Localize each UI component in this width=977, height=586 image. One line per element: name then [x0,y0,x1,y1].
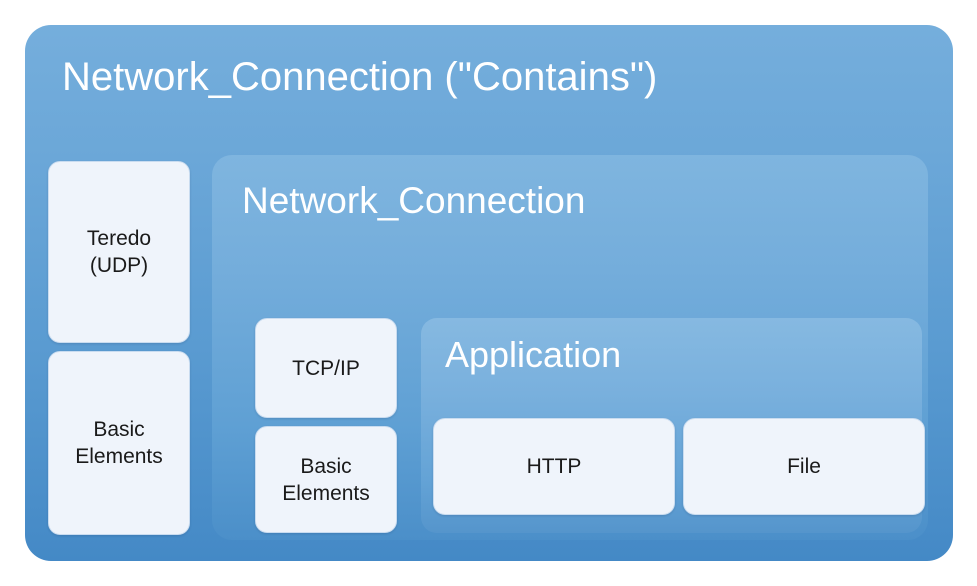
box-basic-elements-inner-label: Basic Elements [282,454,370,505]
application-container-title: Application [445,334,622,375]
box-http-label: HTTP [526,455,582,478]
box-basic-elements-outer: Basic Elements [48,351,190,535]
box-teredo-udp-label: Teredo (UDP) [86,227,152,277]
outer-container-network-connection-contains: Network_Connection ("Contains") Teredo (… [25,25,953,561]
application-leaf-group: HTTP File [433,418,925,515]
box-file-label: File [787,455,821,478]
inner-container-title: Network_Connection [242,180,586,221]
box-basic-elements-outer-label: Basic Elements [75,418,163,468]
box-teredo-udp: Teredo (UDP) [48,161,190,343]
outer-container-title: Network_Connection ("Contains") [62,55,658,99]
box-basic-elements-inner: Basic Elements [255,426,397,533]
middle-column-group: TCP/IP Basic Elements [255,318,397,533]
box-http: HTTP [433,418,675,515]
box-tcp-ip: TCP/IP [255,318,397,418]
inner-container-network-connection: Network_Connection TCP/IP Basic Elements… [212,155,928,540]
left-column-group: Teredo (UDP) Basic Elements [48,161,190,535]
box-tcp-ip-label: TCP/IP [292,356,360,380]
box-file: File [683,418,925,515]
application-container: Application HTTP File [421,318,925,533]
